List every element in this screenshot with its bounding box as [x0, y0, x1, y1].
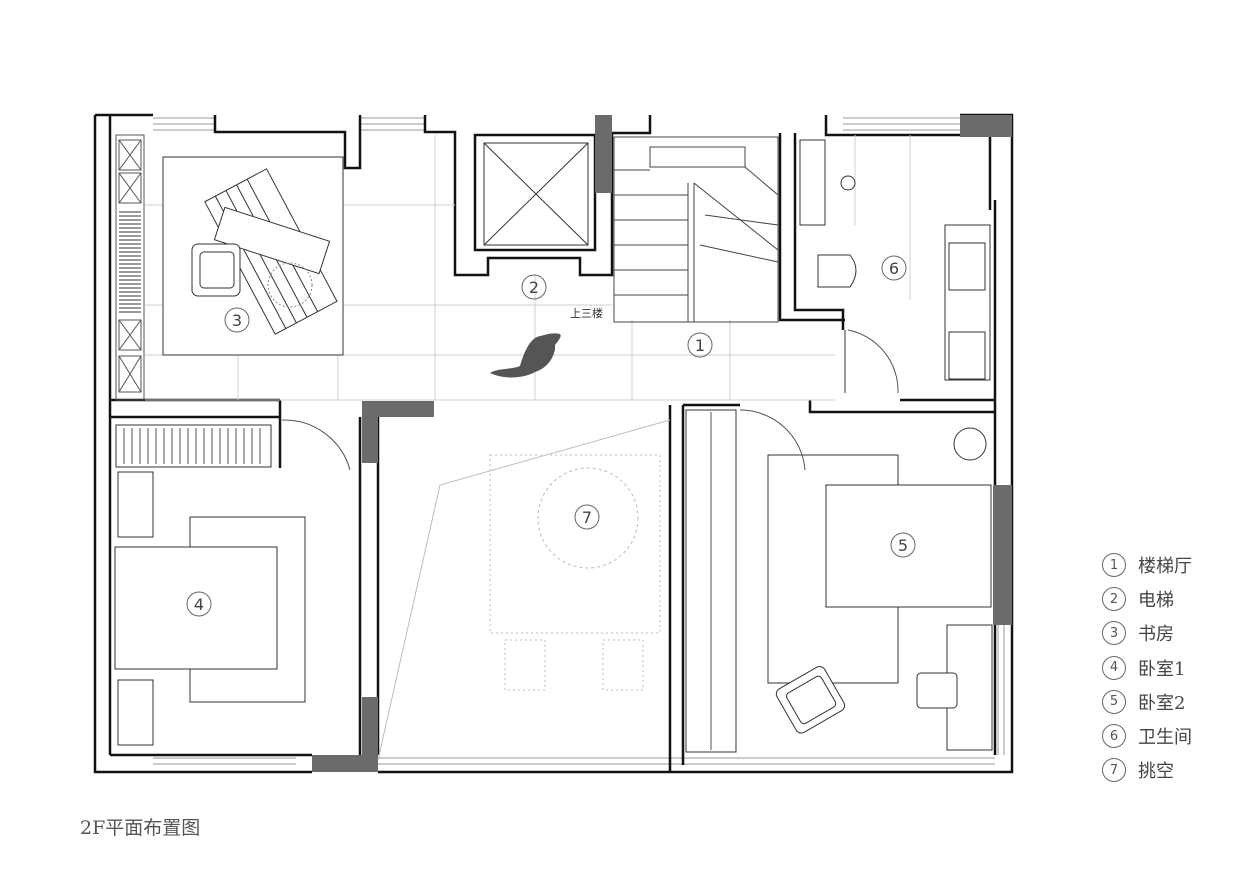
elevator-car: [483, 142, 589, 246]
staircase: [613, 136, 779, 323]
legend-number: 5: [1102, 689, 1126, 714]
bedroom1-furniture: [114, 419, 351, 746]
room-marker-4: [186, 591, 212, 617]
legend-item: 3 书房: [1102, 616, 1252, 650]
legend-item: 1 楼梯厅: [1102, 548, 1252, 582]
room-number-7: 7: [582, 508, 592, 527]
legend-label: 电梯: [1138, 590, 1174, 612]
legend-item: 5 卧室2: [1102, 685, 1252, 719]
room-marker-2: [521, 274, 547, 300]
legend-number: 6: [1102, 724, 1126, 749]
legend-number: 1: [1102, 553, 1126, 578]
room-number-4: 4: [194, 595, 204, 614]
room-marker-1: [687, 332, 713, 358]
interior-walls: [110, 115, 995, 772]
room-number-5: 5: [898, 536, 908, 555]
legend-label: 书房: [1138, 624, 1174, 646]
columns: [312, 115, 1012, 772]
windows: [153, 117, 1005, 765]
legend-number: 3: [1102, 621, 1126, 646]
bedroom2-furniture: [685, 409, 993, 753]
cat-silhouette: [490, 333, 561, 378]
room-legend: 1 楼梯厅 2 电梯 3 书房 4 卧室1 5 卧室2 6 卫生间 7 挑空: [1102, 548, 1252, 787]
room-marker-7: [574, 504, 600, 530]
stair-note: 上三楼: [570, 306, 603, 320]
legend-number: 4: [1102, 655, 1126, 680]
room-number-2: 2: [529, 278, 539, 297]
legend-label: 卧室2: [1138, 692, 1186, 714]
legend-item: 2 电梯: [1102, 582, 1252, 616]
void-area: [377, 419, 671, 761]
room-number-1: 1: [695, 336, 705, 355]
legend-item: 4 卧室1: [1102, 651, 1252, 685]
legend-number: 7: [1102, 758, 1126, 783]
room-number-3: 3: [232, 311, 242, 330]
bathroom-fixtures: [799, 139, 991, 394]
room-marker-3: [224, 307, 250, 333]
plan-title: 2F平面布置图: [80, 817, 201, 839]
room-marker-6: [881, 255, 907, 281]
room-marker-5: [890, 532, 916, 558]
legend-item: 6 卫生间: [1102, 719, 1252, 753]
legend-item: 7 挑空: [1102, 753, 1252, 787]
room-number-6: 6: [889, 259, 899, 278]
legend-label: 挑空: [1138, 761, 1174, 783]
legend-label: 卫生间: [1138, 727, 1192, 749]
room-marker-numbers: 1 2 3 4 5 6 7: [194, 259, 908, 614]
legend-label: 楼梯厅: [1138, 556, 1192, 578]
room-markers: [186, 255, 916, 617]
study-furniture: [162, 156, 344, 356]
study-cabinet: [115, 134, 145, 401]
legend-number: 2: [1102, 587, 1126, 612]
legend-label: 卧室1: [1138, 658, 1186, 680]
